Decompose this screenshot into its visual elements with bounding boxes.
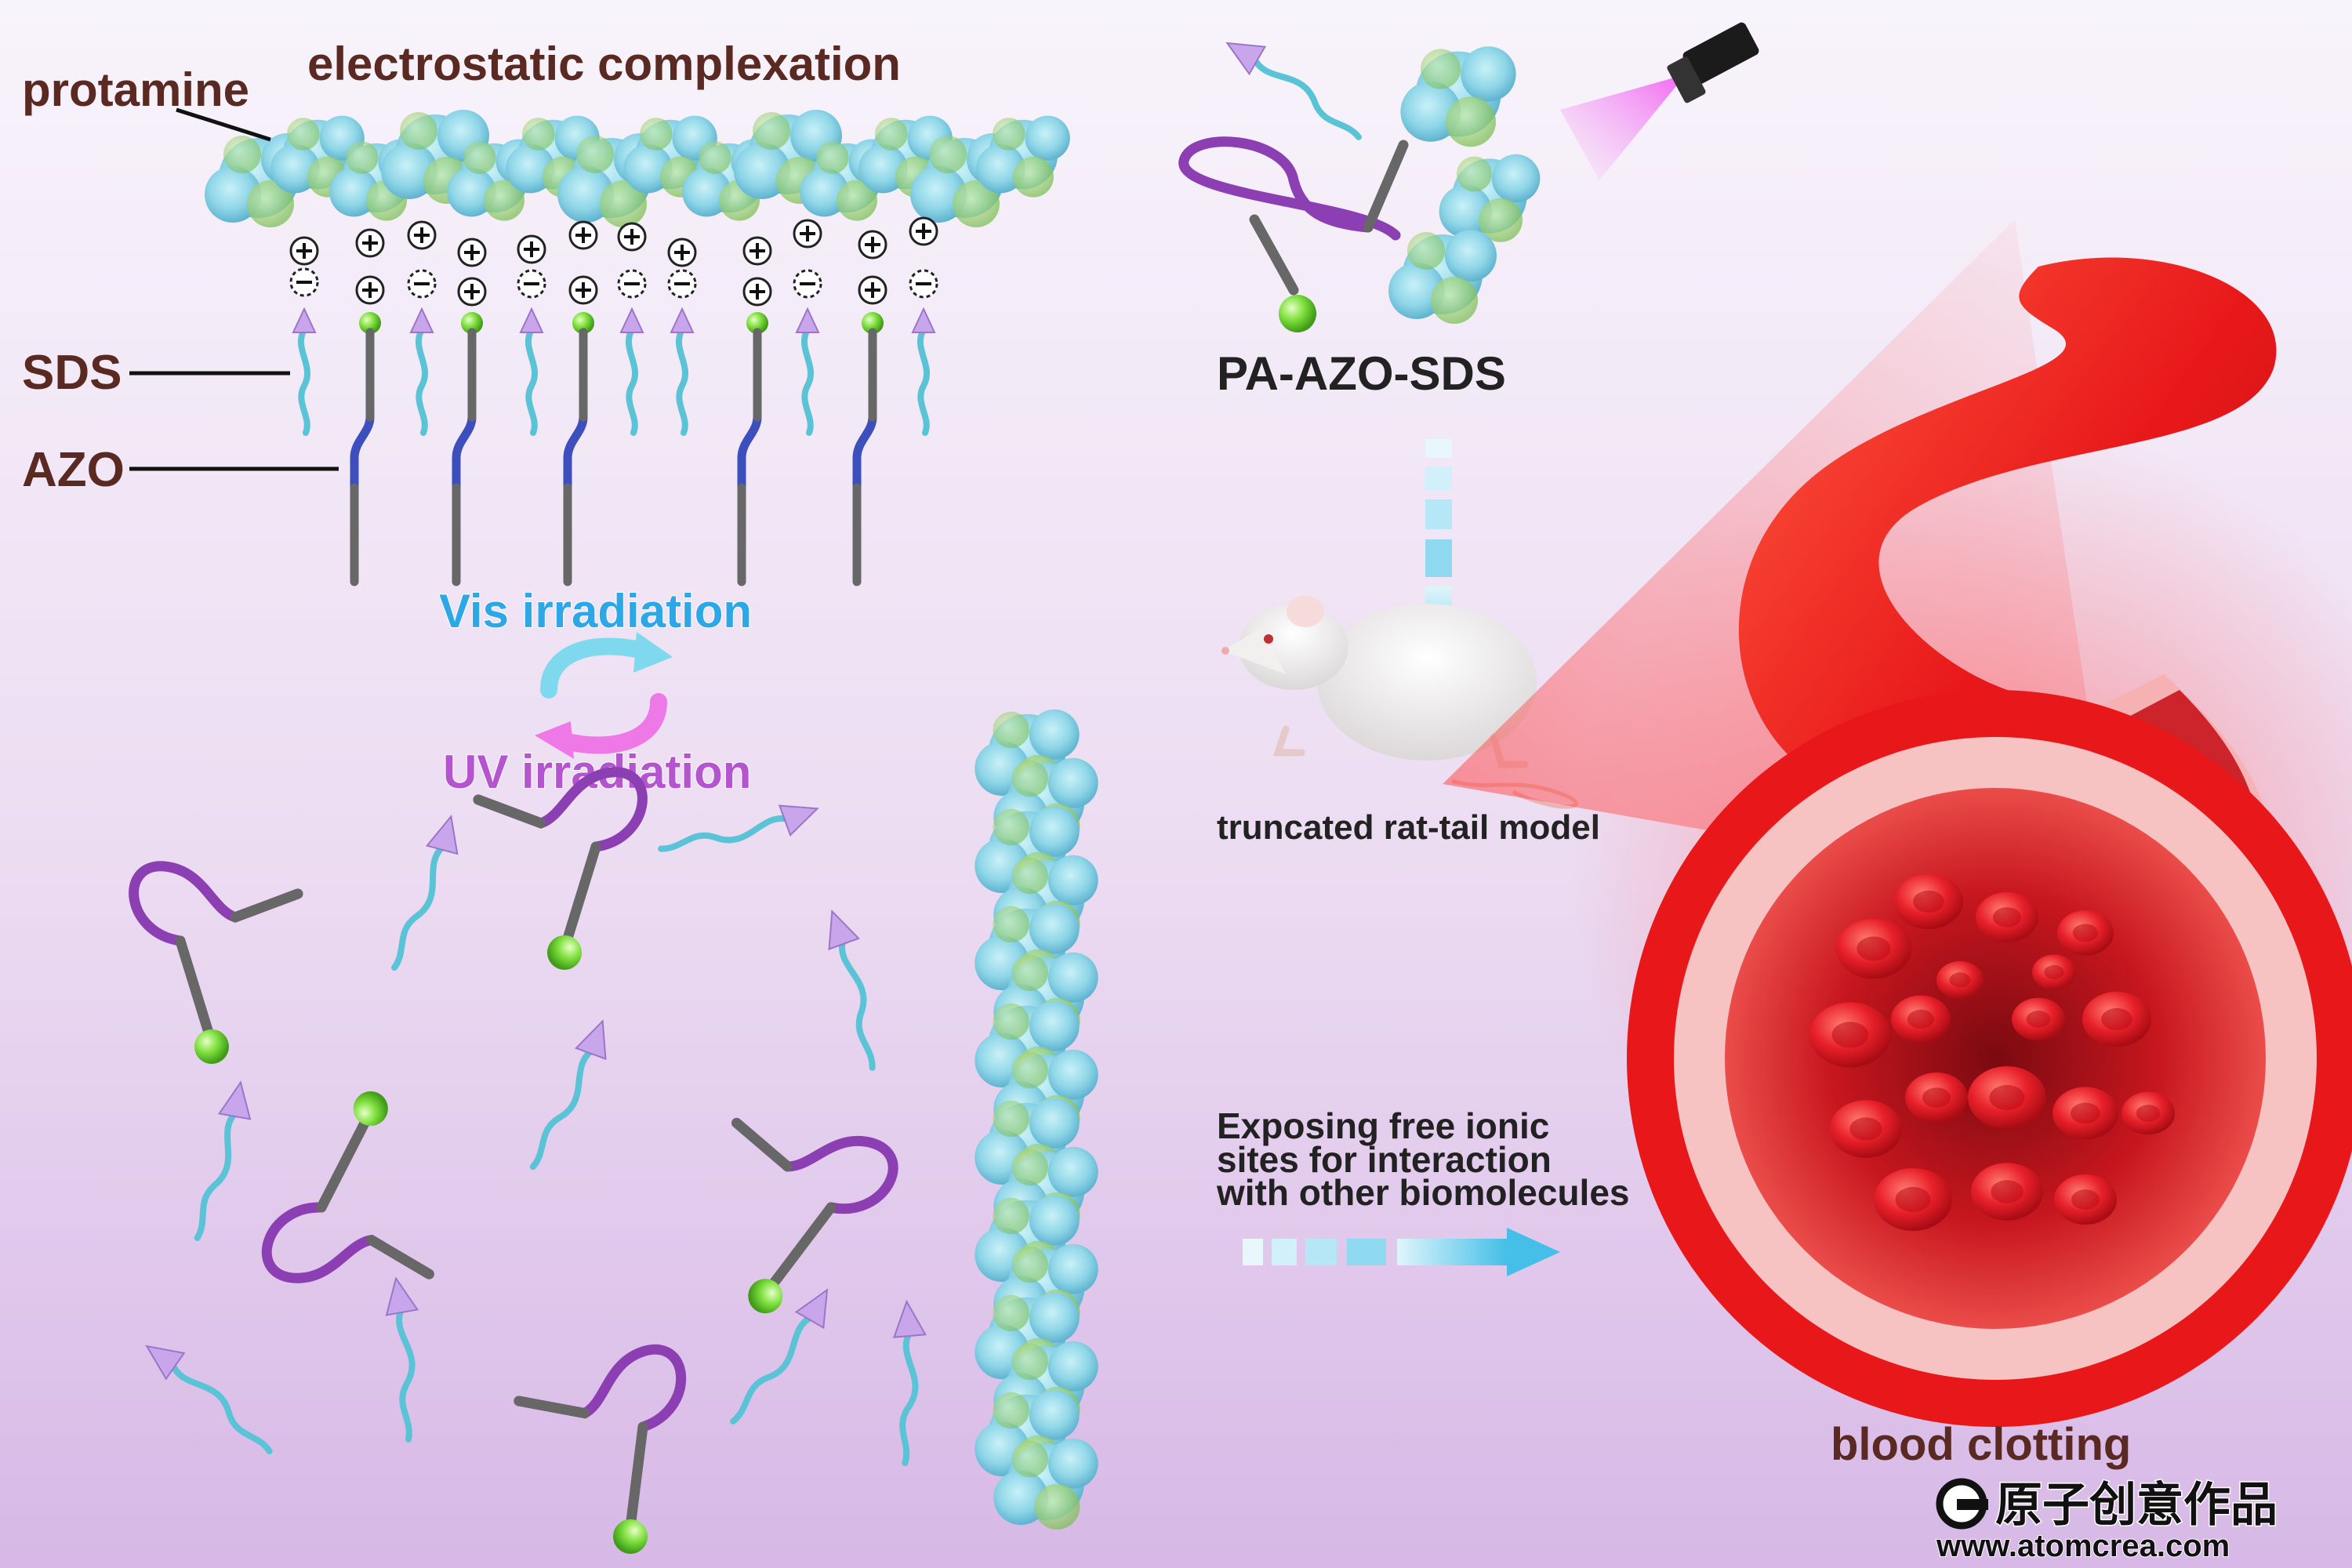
pa-azo-sds-complex: [1178, 30, 1541, 332]
pa-azo-sds-label: PA-AZO-SDS: [1217, 347, 1506, 400]
red-blood-cell: [2054, 1174, 2117, 1225]
red-blood-cell: [1891, 995, 1951, 1044]
watermark: 原子创意作品 www.atomcrea.com: [1935, 1478, 2279, 1565]
right-arrow-icon: [1243, 1228, 1560, 1276]
negative-charge-icon: [289, 267, 319, 297]
blood-clotting-label: blood clotting: [1831, 1419, 2131, 1470]
positive-charge-icon: [793, 219, 822, 249]
red-blood-cell: [1809, 1002, 1891, 1068]
red-blood-cell: [2053, 1087, 2118, 1140]
positive-charge-icon: [457, 277, 487, 307]
positive-charge-icon: [858, 230, 887, 260]
protamine-label: protamine: [22, 64, 249, 116]
electrostatic-complexation-label: electrostatic complexation: [307, 38, 901, 90]
watermark-chinese: 原子创意作品: [1995, 1479, 2278, 1531]
uv-irradiation-label: UV irradiation: [443, 746, 751, 798]
reversible-switch-icon: [535, 632, 673, 759]
negative-charge-icon: [407, 269, 437, 299]
sds-label: SDS: [22, 346, 122, 400]
red-blood-cell: [1976, 892, 2038, 942]
rat-tail-model-label: truncated rat-tail model: [1217, 808, 1600, 847]
positive-charge-icon: [517, 234, 546, 264]
positive-charge-icon: [289, 236, 319, 266]
positive-charge-icon: [568, 275, 598, 305]
positive-charge-icon: [667, 238, 697, 267]
uv-flashlight-icon: [1560, 22, 1759, 180]
red-blood-cell: [1905, 1073, 1968, 1123]
red-blood-cell: [1968, 1066, 2046, 1129]
positive-charge-icon: [742, 236, 772, 266]
exposing-line-3: with other biomolecules: [1216, 1172, 1630, 1213]
charge-rows: [289, 216, 938, 307]
positive-charge-icon: [909, 216, 938, 246]
negative-charge-icon: [793, 269, 822, 299]
positive-charge-icon: [617, 222, 647, 252]
red-blood-cell: [1836, 918, 1911, 979]
red-blood-cell: [1894, 873, 1963, 930]
red-blood-cell: [1830, 1100, 1902, 1158]
positive-charge-icon: [407, 220, 437, 250]
red-blood-cell: [2012, 997, 2065, 1041]
protamine-leader-line: [176, 107, 271, 142]
negative-charge-icon: [667, 269, 697, 299]
positive-charge-icon: [355, 228, 385, 258]
positive-charge-icon: [742, 277, 772, 307]
rat-illustration: [1221, 596, 1578, 809]
exposing-line-2: sites for interaction: [1217, 1139, 1552, 1180]
red-blood-cell: [1874, 1168, 1952, 1231]
positive-charge-icon: [457, 238, 487, 267]
red-blood-cells: [1809, 873, 2175, 1231]
red-blood-cell: [2122, 1091, 2175, 1135]
atomcrea-logo-icon: [1936, 1478, 1988, 1530]
positive-charge-icon: [858, 275, 887, 305]
watermark-url: www.atomcrea.com: [1936, 1529, 2230, 1563]
azo-label: AZO: [22, 443, 125, 497]
red-blood-cell: [2057, 910, 2114, 956]
exposing-line-1: Exposing free ionic: [1217, 1105, 1549, 1146]
vis-irradiation-label: Vis irradiation: [439, 585, 752, 637]
negative-charge-icon: [617, 269, 647, 299]
negative-charge-icon: [909, 269, 938, 299]
negative-charge-icon: [517, 269, 546, 299]
positive-charge-icon: [568, 220, 598, 250]
red-blood-cell: [2082, 991, 2151, 1047]
positive-charge-icon: [355, 275, 385, 305]
red-blood-cell: [1936, 961, 1984, 999]
blood-vessel-illustration: [1443, 220, 2352, 1427]
red-blood-cell: [2032, 954, 2076, 990]
red-blood-cell: [1971, 1163, 2043, 1221]
